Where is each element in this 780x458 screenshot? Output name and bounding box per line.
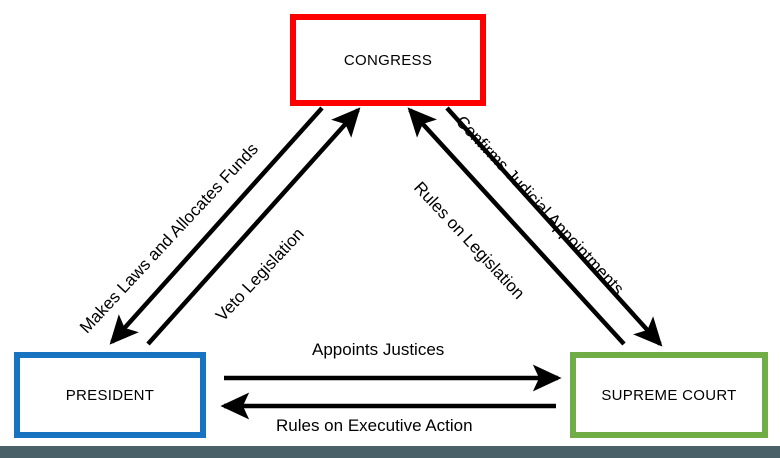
node-president[interactable]: PRESIDENT — [14, 352, 206, 438]
edge-veto-arrow — [146, 107, 361, 346]
node-congress[interactable]: CONGRESS — [290, 14, 486, 106]
node-supreme-court[interactable]: SUPREME COURT — [570, 352, 768, 438]
node-president-label: PRESIDENT — [65, 386, 155, 404]
footer-bar — [0, 446, 780, 458]
edge-label-appoints-justices: Appoints Justices — [312, 340, 445, 359]
edge-rules-legislation-arrow — [407, 107, 626, 346]
node-supreme-court-label: SUPREME COURT — [601, 386, 737, 404]
node-congress-label: CONGRESS — [343, 51, 433, 69]
edge-makes-laws-arrow — [109, 106, 324, 345]
edge-label-rules-on-executive-action: Rules on Executive Action — [276, 416, 473, 435]
edge-confirms-arrow — [445, 106, 663, 347]
